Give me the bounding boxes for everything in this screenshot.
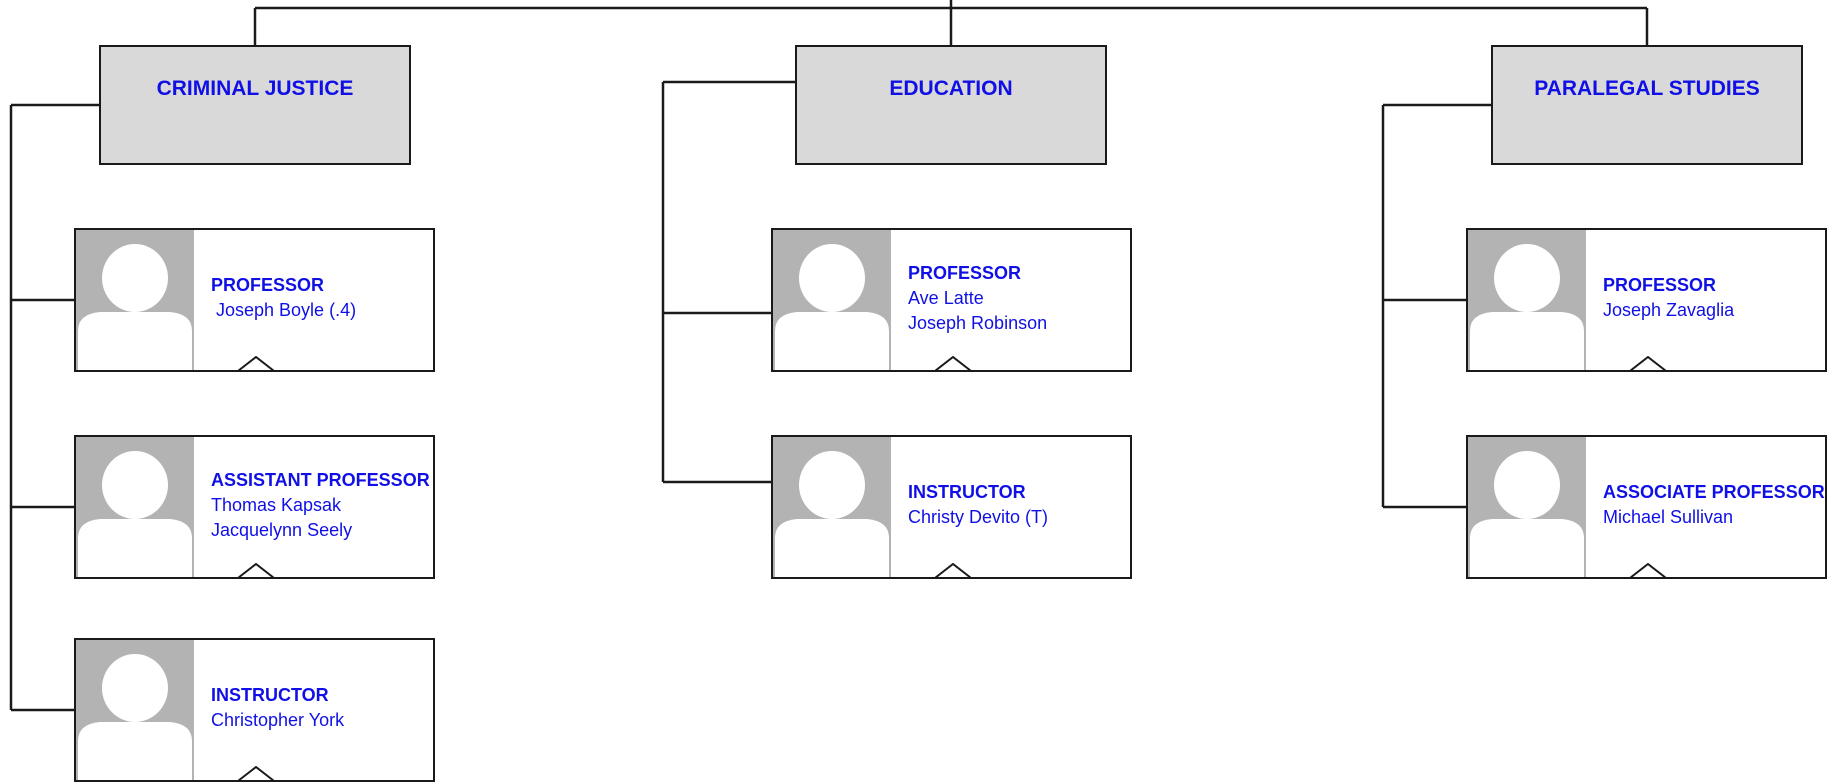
person-placeholder-icon — [773, 230, 891, 370]
position-card-education-instructor[interactable]: INSTRUCTOR Christy Devito (T) — [771, 435, 1132, 579]
staff-name: Ave Latte — [908, 287, 984, 308]
department-title: EDUCATION — [889, 77, 1013, 100]
position-title: ASSISTANT PROFESSOR — [211, 469, 430, 490]
caret-up-icon — [238, 766, 274, 782]
staff-name: Jacquelynn Seely — [211, 519, 353, 540]
department-title: PARALEGAL STUDIES — [1534, 77, 1760, 100]
department-title: CRIMINAL JUSTICE — [156, 77, 354, 100]
position-title: INSTRUCTOR — [211, 685, 329, 705]
staff-name: Christopher York — [211, 710, 345, 730]
department-box-education[interactable]: EDUCATION — [795, 45, 1107, 165]
person-placeholder-icon — [1468, 230, 1586, 370]
staff-name: Thomas Kapsak — [211, 494, 342, 515]
staff-name: Michael Sullivan — [1603, 507, 1734, 527]
person-placeholder-icon — [773, 437, 891, 577]
position-card-education-professor[interactable]: PROFESSOR Ave Latte Joseph Robinson — [771, 228, 1132, 372]
department-box-paralegal-studies[interactable]: PARALEGAL STUDIES — [1491, 45, 1803, 165]
position-title: PROFESSOR — [908, 262, 1022, 283]
person-placeholder-icon — [1468, 437, 1586, 577]
position-card-criminal-justice-professor[interactable]: PROFESSOR Joseph Boyle (.4) — [74, 228, 435, 372]
position-title: ASSOCIATE PROFESSOR — [1603, 482, 1825, 502]
person-placeholder-icon — [76, 437, 194, 577]
staff-name: Joseph Zavaglia — [1603, 300, 1735, 320]
staff-name: Joseph Robinson — [908, 312, 1048, 333]
person-placeholder-icon — [76, 230, 194, 370]
position-card-criminal-justice-instructor[interactable]: INSTRUCTOR Christopher York — [74, 638, 435, 782]
caret-up-icon — [1630, 563, 1666, 579]
caret-up-icon — [1630, 356, 1666, 372]
staff-name: Christy Devito (T) — [908, 507, 1049, 527]
department-box-criminal-justice[interactable]: CRIMINAL JUSTICE — [99, 45, 411, 165]
position-title: PROFESSOR — [1603, 275, 1717, 295]
caret-up-icon — [238, 356, 274, 372]
position-card-paralegal-associate-professor[interactable]: ASSOCIATE PROFESSOR Michael Sullivan — [1466, 435, 1827, 579]
caret-up-icon — [935, 563, 971, 579]
caret-up-icon — [935, 356, 971, 372]
position-title: PROFESSOR — [211, 275, 325, 295]
position-card-criminal-justice-assistant-professor[interactable]: ASSISTANT PROFESSOR Thomas Kapsak Jacque… — [74, 435, 435, 579]
caret-up-icon — [238, 563, 274, 579]
person-placeholder-icon — [76, 640, 194, 780]
position-card-paralegal-professor[interactable]: PROFESSOR Joseph Zavaglia — [1466, 228, 1827, 372]
position-title: INSTRUCTOR — [908, 482, 1026, 502]
staff-name: Joseph Boyle (.4) — [211, 300, 357, 320]
